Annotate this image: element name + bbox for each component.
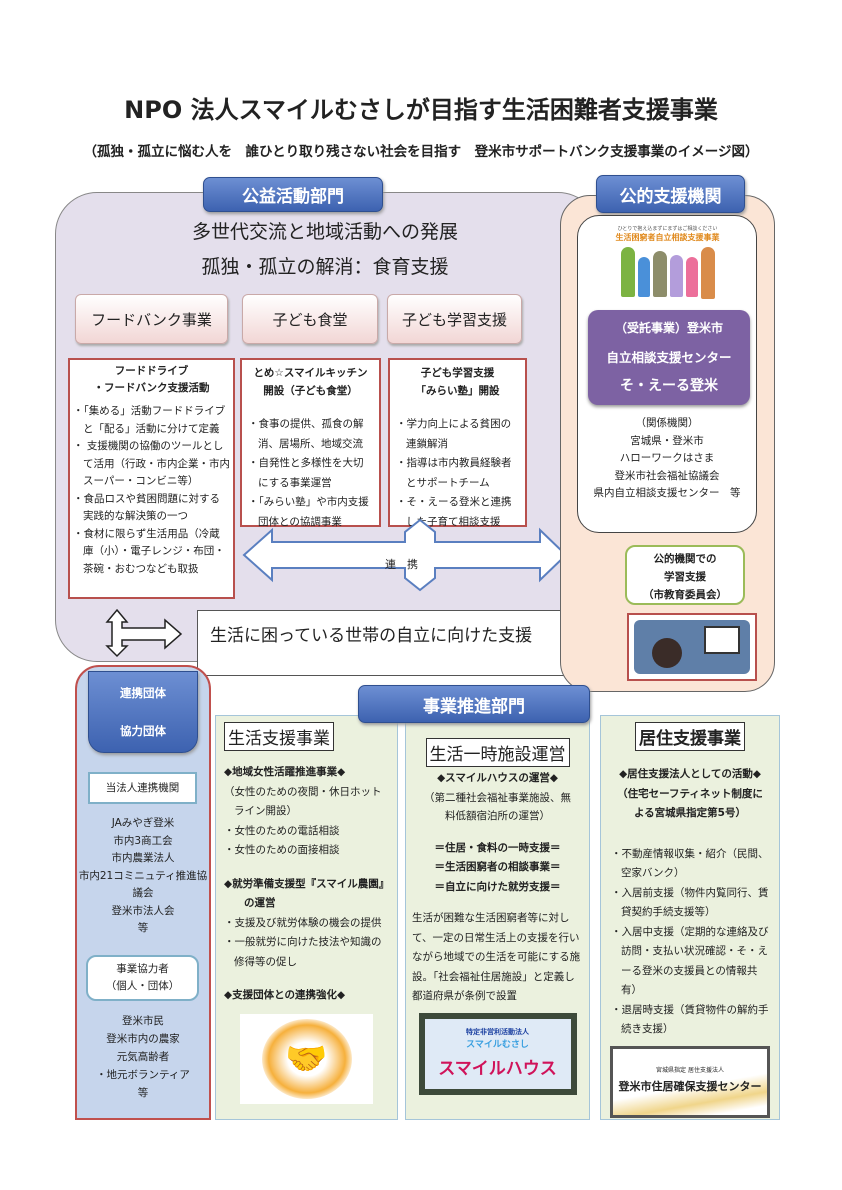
heading-isolation: 孤独・孤立の解消：食育支援 bbox=[201, 256, 449, 278]
housing-center-sign-image: 宮城県指定 居住支援法人 登米市住居確保支援センター bbox=[610, 1045, 770, 1118]
self-reliance-center-box: （受託事業）登米市 自立相談支援センター そ・えーる登米 bbox=[588, 310, 750, 405]
student-illustration-image bbox=[627, 613, 757, 681]
life-support-column: 生活支援事業 ◆地域女性活躍推進事業◆ （女性のための夜間・休日ホットライン開設… bbox=[215, 715, 398, 1120]
cooperation-label: 連 携 bbox=[385, 558, 418, 571]
kids-kitchen-box: とめ☆スマイルキッチン開設（子ども食堂） ・食事の提供、孤食の解消、居場所、地域… bbox=[240, 358, 381, 528]
housing-support-column: 居住支援事業 ◆居住支援法人としての活動◆ （住宅セーフティネット制度による宮城… bbox=[600, 715, 780, 1120]
business-cooperators-box: 事業協力者（個人・団体） bbox=[86, 955, 199, 1001]
double-arrow-icon bbox=[105, 608, 183, 658]
partners-header: 連携団体協力団体 bbox=[88, 671, 198, 753]
tab-kids-learning: 子ども学習支援 bbox=[387, 294, 522, 344]
tab-food-bank: フードバンク事業 bbox=[75, 294, 228, 344]
support-goal-box: 生活に困っている世帯の自立に向けた支援 bbox=[197, 610, 582, 676]
tab-kids-cafeteria: 子ども食堂 bbox=[242, 294, 378, 344]
business-cooperators-list: 登米市民登米市内の農家元気高齢者 ・地元ボランティア等 bbox=[96, 1015, 190, 1099]
page-title: NPO 法人スマイルむさしが目指す生活困難者支援事業 bbox=[124, 96, 718, 124]
public-agency-header: 公的支援機関 bbox=[596, 175, 745, 213]
temporary-facility-column: 生活一時施設運営 ◆スマイルハウスの運営◆ （第二種社会福祉事業施設、無料低額宿… bbox=[405, 715, 590, 1120]
smile-house-sign-image: 特定非営利活動法人 スマイルむさし スマイルハウス bbox=[418, 1012, 577, 1095]
affiliated-orgs-box: 当法人連携機関 bbox=[88, 772, 197, 804]
page-subtitle: （孤独・孤立に悩む人を 誰ひとり取り残さない社会を目指す 登米市サポートバンク支… bbox=[83, 144, 759, 160]
related-agencies: （関係機関） 宮城県・登米市 ハローワークはさま 登米市社会福祉協議会 県内自立… bbox=[593, 417, 741, 499]
public-learning-support-box: 公的機関での 学習支援 （市教育委員会） bbox=[625, 545, 745, 605]
handshake-image: 🤝 bbox=[240, 1013, 373, 1104]
public-activity-header: 公益活動部門 bbox=[203, 177, 383, 212]
affiliated-orgs-list: JAみやぎ登米市内3商工会市内農業法人 市内21コミニュティ推進協議会登米市法人… bbox=[78, 817, 208, 934]
kids-learning-box: 子ども学習支援「みらい塾」開設 ・学力向上による貧困の連鎖解消 ・指導は市内教員… bbox=[388, 358, 527, 528]
heading-multigeneration: 多世代交流と地域活動への発展 bbox=[191, 221, 458, 243]
consultation-poster-image: ひとりで抱え込まずにまずはご相談ください 生活困窮者自立相談支援事業 bbox=[600, 225, 735, 305]
business-promotion-header: 事業推進部門 bbox=[358, 685, 590, 723]
food-bank-box: フードドライブ・フードバンク支援活動 ・「集める」活動フードドライブと「配る」活… bbox=[68, 358, 235, 599]
